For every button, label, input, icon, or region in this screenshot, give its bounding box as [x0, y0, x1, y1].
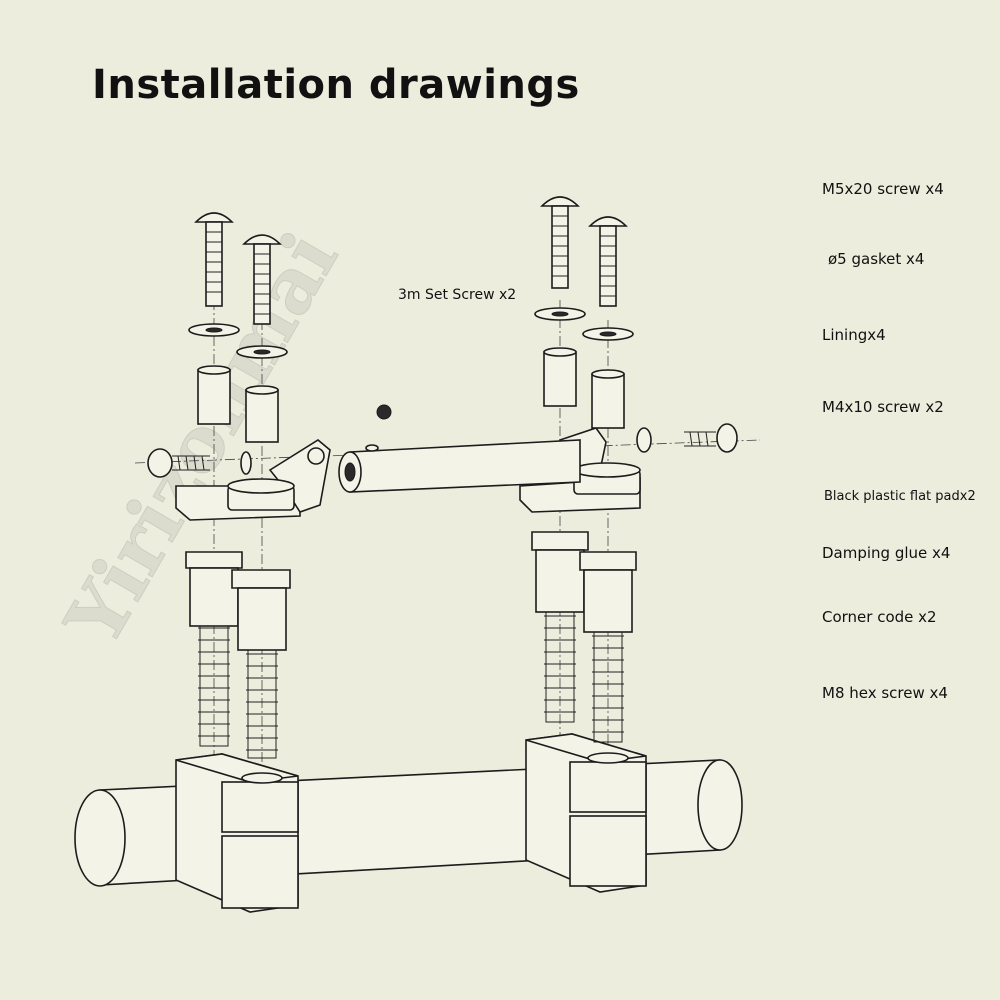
label-damping-glue: Damping glue x4 [822, 544, 950, 562]
m4-screw [636, 423, 738, 453]
gaskets [188, 307, 634, 359]
label-corner-code: Corner code x2 [822, 608, 937, 626]
m8-hex-screw [185, 551, 243, 747]
left-clamp [175, 753, 299, 913]
m5-screw [540, 196, 580, 289]
page-title: Installation drawings [92, 62, 580, 108]
m8-hex-screw [579, 551, 637, 743]
m4-screws [147, 423, 738, 478]
m8-hex-screw [531, 531, 589, 723]
label-lining: Liningx4 [822, 326, 886, 344]
label-set-screw: 3m Set Screw x2 [398, 287, 516, 303]
m5-screw [194, 212, 234, 307]
crossbar [338, 439, 581, 493]
m5-screw [588, 216, 628, 307]
linings [197, 347, 625, 443]
m5-screws: M5x20 screw x4 ø5 gasket x4 Liningx4 M4x… [194, 180, 976, 702]
m5-screw [242, 234, 282, 325]
damping-glue-pads [227, 462, 641, 511]
label-m8-hex-screw: M8 hex screw x4 [822, 684, 948, 702]
m8-hex-screw [231, 569, 291, 759]
right-clamp [525, 733, 647, 893]
label-m4-screw: M4x10 screw x2 [822, 398, 944, 416]
part-labels: M5x20 screw x4 ø5 gasket x4 Liningx4 M4x… [398, 180, 976, 702]
label-m5-screw: M5x20 screw x4 [822, 180, 944, 198]
set-screws [376, 398, 614, 420]
m4-screw [147, 448, 252, 478]
m8-hex-screws [185, 531, 637, 759]
label-gasket: ø5 gasket x4 [828, 250, 924, 268]
label-flat-pad: Black plastic flat padx2 [824, 489, 976, 504]
